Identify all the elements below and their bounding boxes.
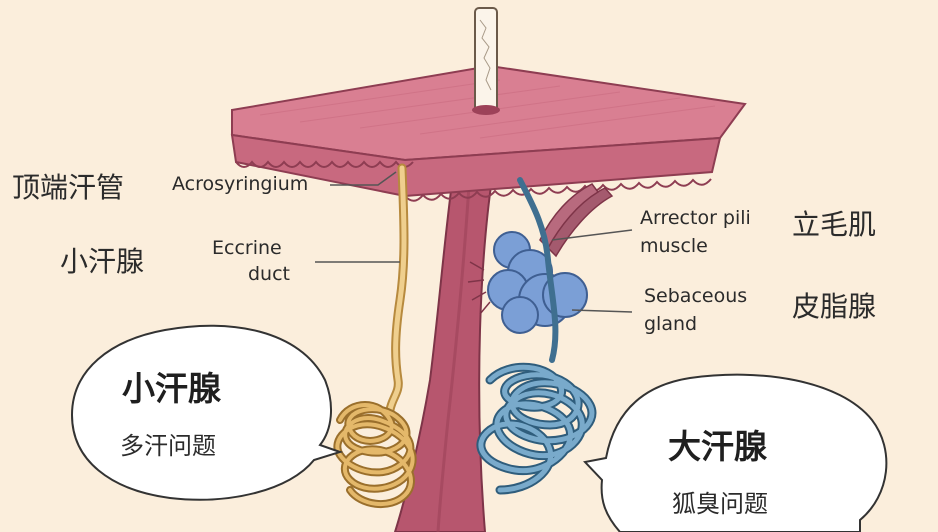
eccrine-label-cn: 小汗腺 [60, 245, 145, 278]
apocrine-duct [517, 177, 559, 363]
eccrine-gland-coil [333, 401, 417, 509]
sebaceous-label-en-line2: gland [644, 313, 698, 335]
arrector-pili-label-en-line1: Arrector pili [640, 207, 751, 229]
left-speech-bubble [70, 324, 344, 501]
sebaceous-label-en-line1: Sebaceous [644, 285, 748, 307]
sebaceous-label-cn: 皮脂腺 [792, 290, 877, 323]
right-speech-bubble [583, 373, 888, 532]
arrector-pili-label-en-line2: muscle [640, 235, 708, 257]
eccrine-label-en-line1: Eccrine [212, 237, 282, 259]
eccrine-duct-fill [387, 165, 407, 413]
hair-shaft [474, 7, 498, 113]
skin-scalloped-edge [235, 160, 712, 202]
hair-shaft-texture [479, 19, 492, 91]
apocrine-gland-coil [476, 362, 597, 495]
left-bubble-title: 小汗腺 [122, 369, 221, 408]
right-bubble-title: 大汗腺 [668, 427, 767, 466]
leader-lines [315, 171, 633, 313]
hair-pore [472, 105, 500, 115]
sebaceous-fibers [467, 261, 491, 315]
acrosyringium-label-cn: 顶端汗管 [12, 171, 125, 204]
right-bubble-subtitle: 狐臭问题 [672, 490, 768, 518]
arrector-pili-label-cn: 立毛肌 [792, 208, 877, 241]
eccrine-label-en-line2: duct [248, 263, 290, 285]
hair-follicle-inner [436, 169, 472, 532]
arrector-pili-muscle-2 [539, 183, 600, 250]
left-bubble-subtitle: 多汗问题 [120, 432, 216, 460]
acrosyringium-label-en: Acrosyringium [172, 173, 309, 195]
